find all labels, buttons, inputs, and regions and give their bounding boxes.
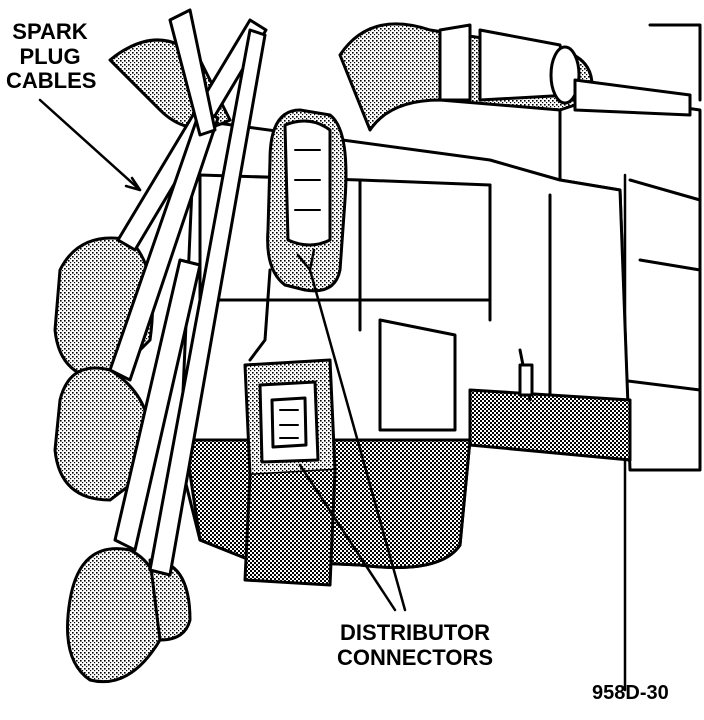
vacuum-hose: [338, 22, 692, 132]
distributor-connectors-label: DISTRIBUTOR CONNECTORS: [330, 620, 500, 670]
lower-distributor-connector: [243, 358, 337, 587]
spark-plug-cables-label: SPARK PLUG CABLES: [6, 19, 97, 94]
leader-lines: [38, 98, 407, 612]
spark-plug-cables-label-line-3: CABLES: [6, 68, 97, 94]
figure-id: 958D-30: [592, 682, 669, 704]
spark-plug-cables-label-line-2: PLUG: [19, 43, 81, 69]
upper-distributor-connector: [248, 108, 348, 362]
distributor-connectors-label-line-1: DISTRIBUTOR: [340, 620, 490, 645]
spark-plug-cables: [53, 8, 268, 684]
distributor-connectors-label-line-2: CONNECTORS: [336, 644, 494, 670]
spark-plug-cables-label-line-1: SPARK: [12, 19, 88, 44]
